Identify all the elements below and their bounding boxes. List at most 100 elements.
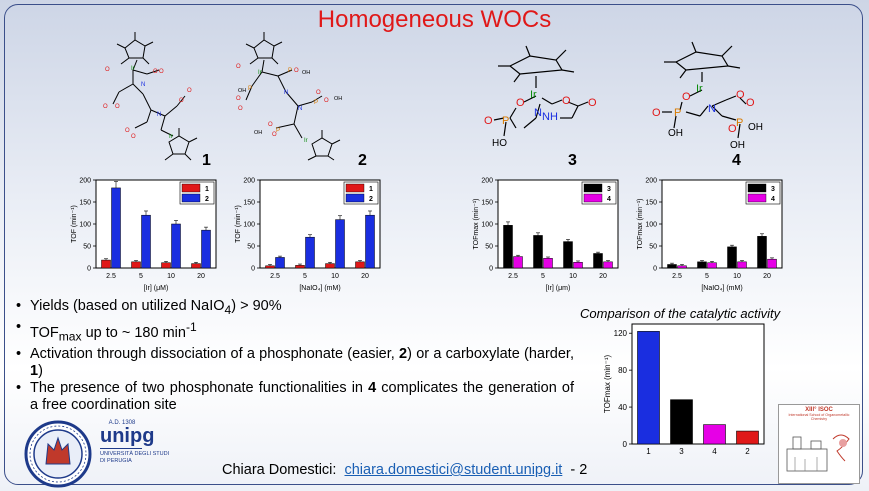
svg-text:OH: OH [668,128,683,139]
svg-text:O: O [272,132,277,138]
bar-1 [101,259,111,269]
svg-text:N: N [708,103,716,115]
y-tick-label: 0 [489,266,493,273]
footer: Chiara Domestici: chiara.domestici@stude… [222,462,587,478]
svg-text:Ir: Ir [304,138,308,144]
x-tick-label: 10 [331,273,339,280]
legend-swatch-2 [181,193,201,203]
bar-4 [677,265,687,269]
svg-text:O: O [153,69,158,75]
svg-text:OH: OH [302,70,310,76]
y-tick-label: 50 [247,244,255,251]
x-axis-label: [NaIO₄] (mM) [299,285,340,292]
bar-2 [275,257,285,269]
bar-3 [757,236,767,269]
x-axis-label: [Ir] (μM) [144,285,169,292]
svg-text:O: O [588,97,597,109]
bar-2 [736,430,759,445]
bar-2 [111,187,121,269]
x-tick-label: 1 [646,447,651,456]
bar-2 [365,214,375,269]
y-tick-label: 200 [645,178,657,185]
svg-text:P: P [276,128,280,134]
y-tick-label: 80 [618,366,627,375]
legend-label-1: 1 [369,186,373,193]
x-tick-label: 5 [541,273,545,280]
x-tick-label: 20 [763,273,771,280]
svg-text:O: O [736,89,745,101]
svg-text:N: N [157,112,161,118]
svg-text:OH: OH [238,88,246,94]
legend-label-2: 2 [205,196,209,203]
bar-1 [131,261,141,269]
bar-4 [703,424,726,445]
legend-swatch-3 [583,183,603,193]
legend-swatch-2 [345,193,365,203]
bar-1 [355,261,365,269]
y-tick-label: 150 [645,200,657,207]
svg-text:Ir: Ir [169,134,173,140]
svg-text:Ir: Ir [696,83,703,95]
legend-label-3: 3 [771,186,775,193]
x-tick-label: 20 [599,273,607,280]
legend-swatch-1 [345,183,365,193]
legend-swatch-1 [181,183,201,193]
svg-text:O: O [236,64,241,70]
bar-4 [707,262,717,269]
university-seal-logo [24,420,92,488]
svg-text:Ir: Ir [258,70,262,76]
y-tick-label: 40 [618,403,627,412]
y-axis-label: TOF (min⁻¹) [71,205,78,243]
bar-1 [325,263,335,269]
bar-3 [533,235,543,269]
unipg-logo: A.D. 1308 unipg UNIVERSITÀ DEGLI STUDI D… [100,420,170,464]
x-tick-label: 3 [679,447,684,456]
svg-text:P: P [248,86,252,92]
svg-text:N: N [141,82,145,88]
bar-3 [563,241,573,269]
legend-swatch-4 [747,193,767,203]
legend-label-4: 4 [607,196,611,203]
x-tick-label: 2.5 [672,273,682,280]
y-tick-label: 0 [87,266,91,273]
svg-text:P: P [502,115,509,127]
svg-text:O: O [159,69,164,75]
svg-text:OH: OH [334,96,342,102]
bar-3 [503,225,513,269]
x-tick-label: 20 [197,273,205,280]
x-axis-label: [Ir] (μm) [546,285,571,292]
bar-4 [513,256,523,269]
footer-email-link[interactable]: chiara.domestici@student.unipg.it [344,462,563,478]
bar-4 [767,258,777,269]
bullet-tofmax: TOFmax up to ~ 180 min-1 [14,319,574,346]
y-axis-label: TOFmax (min⁻¹) [603,355,612,414]
y-tick-label: 150 [481,200,493,207]
bar-3 [667,264,677,269]
bar-3 [697,261,707,269]
bar-3 [670,399,693,445]
y-tick-label: 120 [614,329,628,338]
legend-label-3: 3 [607,186,611,193]
y-axis-label: TOFmax (min⁻¹) [473,198,480,249]
svg-text:O: O [179,98,184,104]
svg-text:OH: OH [254,130,262,136]
x-tick-label: 10 [569,273,577,280]
svg-text:N: N [534,107,542,119]
x-tick-label: 2 [745,447,750,456]
svg-text:Ir: Ir [131,66,135,72]
slide-frame [4,4,863,485]
x-tick-label: 5 [303,273,307,280]
bar-1 [265,265,275,269]
bar-4 [737,261,747,269]
x-tick-label: 5 [139,273,143,280]
svg-text:O: O [682,91,691,103]
y-axis-label: TOF (min⁻¹) [235,205,242,243]
svg-text:O: O [746,97,755,109]
bar-2 [201,229,211,269]
y-tick-label: 200 [481,178,493,185]
